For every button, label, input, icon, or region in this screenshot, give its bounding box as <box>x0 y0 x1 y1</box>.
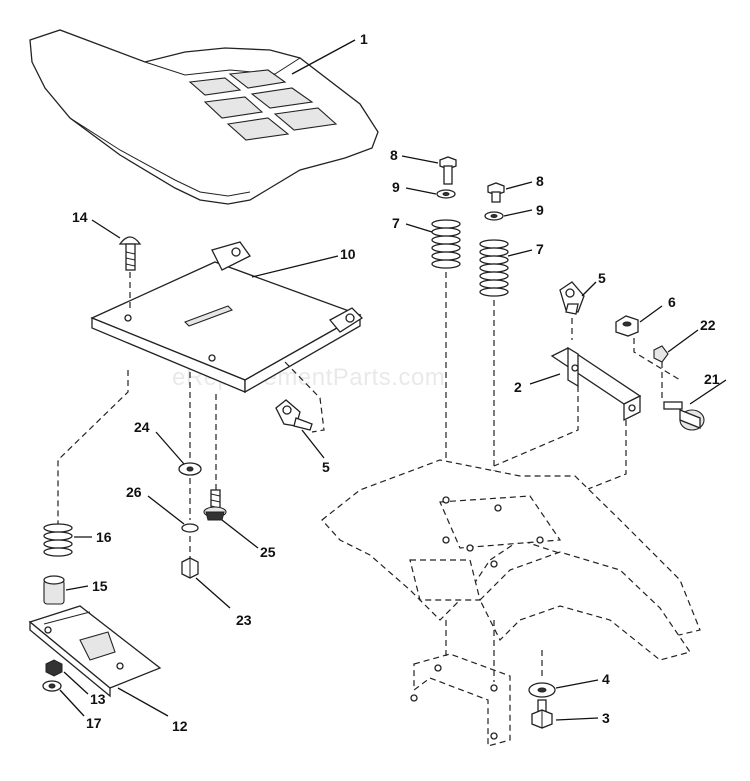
lock-washer-26 <box>181 523 199 533</box>
washer-9-left <box>436 189 456 199</box>
callout-23: 23 <box>236 612 252 628</box>
seat-pad-5 <box>226 117 290 141</box>
chassis-frame <box>321 459 701 661</box>
seat <box>29 29 379 205</box>
callout-1: 1 <box>360 31 368 47</box>
nut-13 <box>45 659 63 677</box>
bolt-8-left <box>439 156 457 185</box>
nut-6 <box>615 315 639 337</box>
seat-pad-1 <box>188 77 242 96</box>
callout-25: 25 <box>260 544 276 560</box>
callout-10: 10 <box>340 246 356 262</box>
hex-nut-23 <box>181 557 199 579</box>
adjustment-bracket <box>28 605 162 698</box>
callout-5-left: 5 <box>322 459 330 475</box>
seat-bracket-right <box>559 281 585 315</box>
seat-pad-4 <box>250 87 314 109</box>
callout-15: 15 <box>92 578 108 594</box>
carriage-bolt <box>118 236 142 271</box>
callout-8-left: 8 <box>390 147 398 163</box>
callout-9-right: 9 <box>536 202 544 218</box>
spring-small <box>43 523 73 557</box>
hex-bolt-3 <box>531 699 553 729</box>
seat-bracket-left <box>275 399 313 431</box>
rear-mount <box>410 653 511 747</box>
bushing <box>43 575 65 605</box>
callout-24: 24 <box>134 419 150 435</box>
seat-pad-2 <box>228 69 287 89</box>
callout-4: 4 <box>602 671 610 687</box>
washer-17 <box>42 680 62 692</box>
callout-26: 26 <box>126 484 142 500</box>
callout-3: 3 <box>602 710 610 726</box>
washer-9-right <box>484 211 504 221</box>
washer-4 <box>528 682 556 698</box>
seat-pad-3 <box>203 96 264 119</box>
callout-16: 16 <box>96 529 112 545</box>
callout-5-right: 5 <box>598 270 606 286</box>
adjustment-knob <box>663 401 705 431</box>
callout-9-left: 9 <box>392 179 400 195</box>
washer-24 <box>178 462 202 476</box>
callout-12: 12 <box>172 718 188 734</box>
callout-7-left: 7 <box>392 215 400 231</box>
spring-7-right <box>479 239 509 297</box>
callout-8-right: 8 <box>536 173 544 189</box>
callout-21: 21 <box>704 371 720 387</box>
callout-13: 13 <box>90 691 106 707</box>
callout-17: 17 <box>86 715 102 731</box>
seat-pad-6 <box>273 107 338 131</box>
callout-22: 22 <box>700 317 716 333</box>
bolt-8-right <box>487 182 505 203</box>
hex-bolt-25 <box>203 489 227 521</box>
callout-2: 2 <box>514 379 522 395</box>
pivot-bracket <box>550 346 642 422</box>
seat-pan <box>90 241 364 394</box>
bushing-22 <box>653 345 669 363</box>
callout-14: 14 <box>72 209 88 225</box>
callout-6: 6 <box>668 294 676 310</box>
seat-pan-slot <box>184 305 233 327</box>
spring-7-left <box>431 219 461 269</box>
callout-7-right: 7 <box>536 241 544 257</box>
